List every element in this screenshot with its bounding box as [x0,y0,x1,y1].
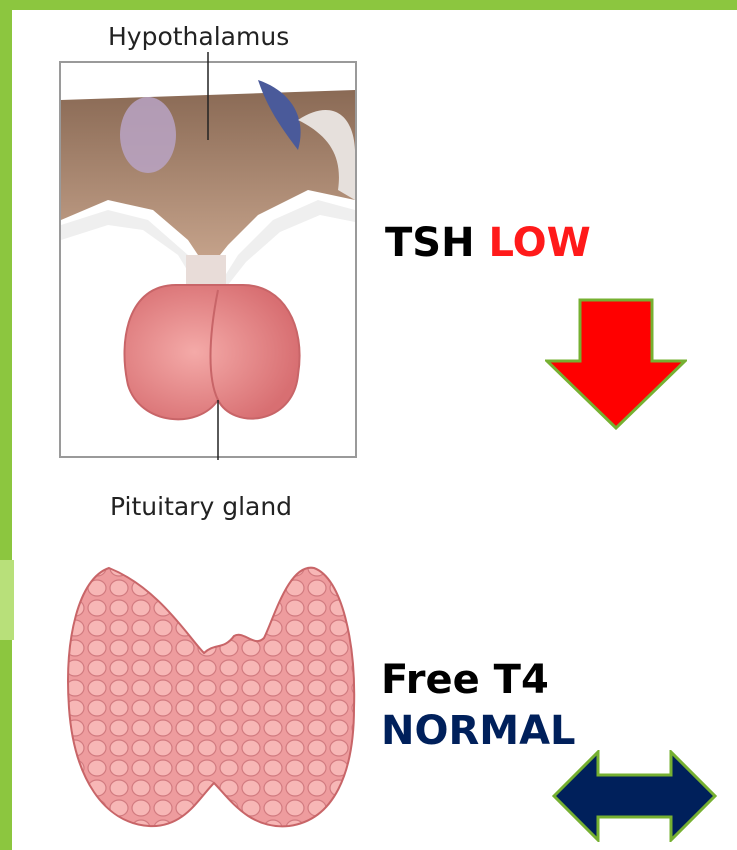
slide-frame-accent [0,560,14,640]
down-arrow-icon [545,298,687,430]
thyroid-illustration [64,558,364,838]
double-headed-arrow-icon [552,750,717,842]
hypothalamus-label: Hypothalamus [108,22,289,51]
pituitary-illustration [58,40,358,460]
tsh-status: LOW [489,220,591,266]
slide-frame-top [0,0,737,10]
tsh-label: TSH LOW [385,220,591,266]
pituitary-gland-label: Pituitary gland [110,492,292,521]
free-t4-label: Free T4 [381,657,549,703]
slide-frame-left [0,0,12,850]
free-t4-status: NORMAL [381,708,576,754]
tsh-name: TSH [385,220,475,266]
